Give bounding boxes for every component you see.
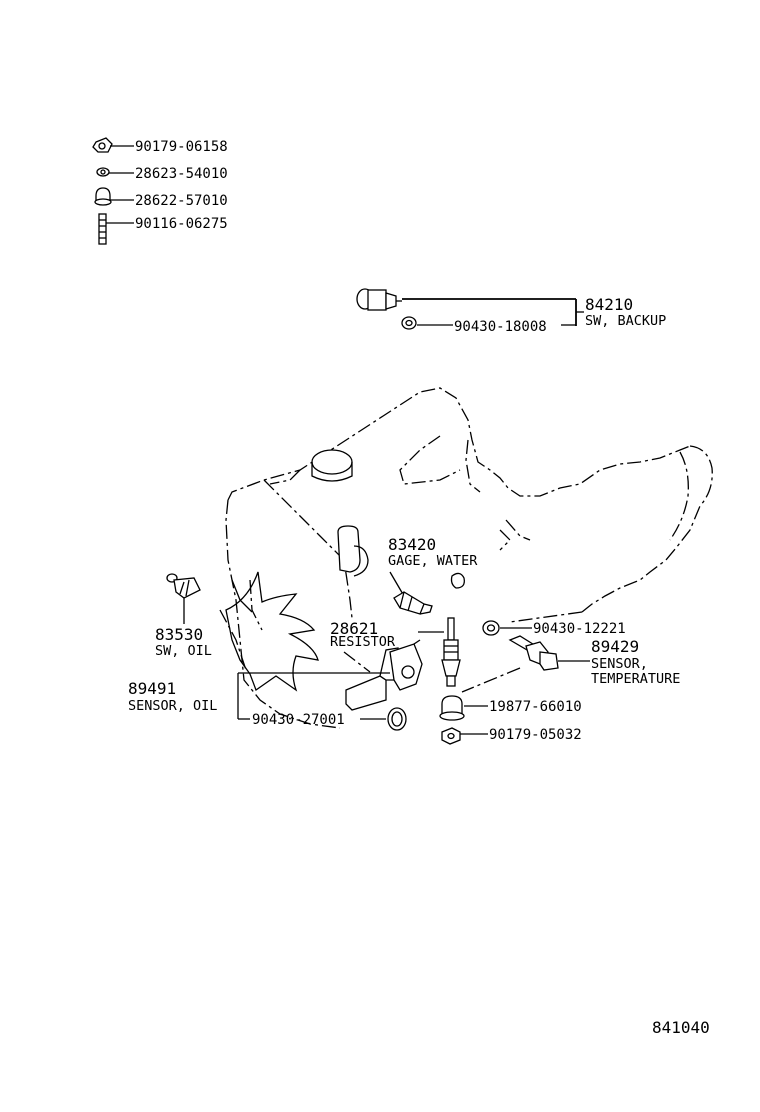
callout-description: SW, OIL: [155, 643, 212, 659]
temp-gasket-group: 90430-12221: [482, 611, 626, 637]
callout-number: 84210: [585, 295, 633, 314]
part-number-label: 90430-27001: [252, 712, 345, 728]
small-boss-icon: [450, 572, 465, 589]
legend-part-number: 90179-06158: [135, 139, 228, 155]
water-gage-sender-icon: [393, 591, 433, 615]
pulley-bracket-icon: [225, 571, 319, 692]
small-nut-icon: [96, 167, 110, 177]
nut-icon: [92, 137, 113, 153]
callout-number: 89491: [128, 679, 176, 698]
resistor-group: 28621 RESISTOR: [330, 617, 461, 687]
oil-sensor-gasket-icon: [387, 707, 407, 731]
part-number-label: 90430-12221: [533, 621, 626, 637]
temp-gasket-icon: [482, 620, 500, 636]
legend-part-number: 28622-57010: [135, 193, 228, 209]
resistor-sensor-icon: [441, 617, 461, 687]
oil-switch-icon: [166, 573, 201, 624]
oil-switch-group: 83530 SW, OIL: [155, 573, 247, 671]
callout-description: TEMPERATURE: [591, 671, 680, 687]
temp-sensor-group: 89429 SENSOR, TEMPERATURE: [461, 635, 680, 693]
part-number-label: 90430-18008: [454, 319, 547, 335]
callout-number: 83530: [155, 625, 203, 644]
callout-description: GAGE, WATER: [388, 553, 478, 569]
legend-part-number: 28623-54010: [135, 166, 228, 182]
callout-number: 28621: [330, 619, 378, 638]
backup-gasket-icon: [401, 316, 417, 330]
stud-bolt-icon: [98, 213, 107, 245]
callout-description: SENSOR,: [591, 656, 648, 672]
callout-description: SENSOR, OIL: [128, 698, 217, 714]
oil-sensor-bracket-icon: [345, 639, 423, 711]
callout-number: 83420: [388, 535, 436, 554]
legend-part-number: 90116-06275: [135, 216, 228, 232]
temp-sensor-icon: [508, 635, 559, 671]
callout-number: 89429: [591, 637, 639, 656]
water-gage-group: 83420 GAGE, WATER: [388, 535, 478, 615]
rubber-cap-icon: [439, 695, 465, 721]
part-number-label: 90179-05032: [489, 727, 582, 743]
callout-description: SW, BACKUP: [585, 313, 666, 329]
nut-05032-group: 90179-05032: [441, 727, 582, 745]
nut-icon: [441, 727, 461, 745]
oil-filler-cap-icon: [311, 449, 353, 482]
cap-66010-group: 19877-66010: [439, 695, 582, 721]
legend: 90179-06158 28623-54010 28622-57010 9011…: [92, 137, 228, 245]
figure-id: 841040: [652, 1018, 710, 1037]
oil-sensor-group: 89491 SENSOR, OIL 90430-27001: [128, 672, 407, 731]
cap-nut-icon: [94, 187, 112, 206]
part-number-label: 19877-66010: [489, 699, 582, 715]
callout-description: RESISTOR: [330, 634, 396, 650]
backup-switch-icon: [356, 288, 402, 311]
backup-switch-group: 90430-18008 84210 SW, BACKUP: [356, 288, 666, 335]
engine-boss-icon: [337, 525, 369, 577]
